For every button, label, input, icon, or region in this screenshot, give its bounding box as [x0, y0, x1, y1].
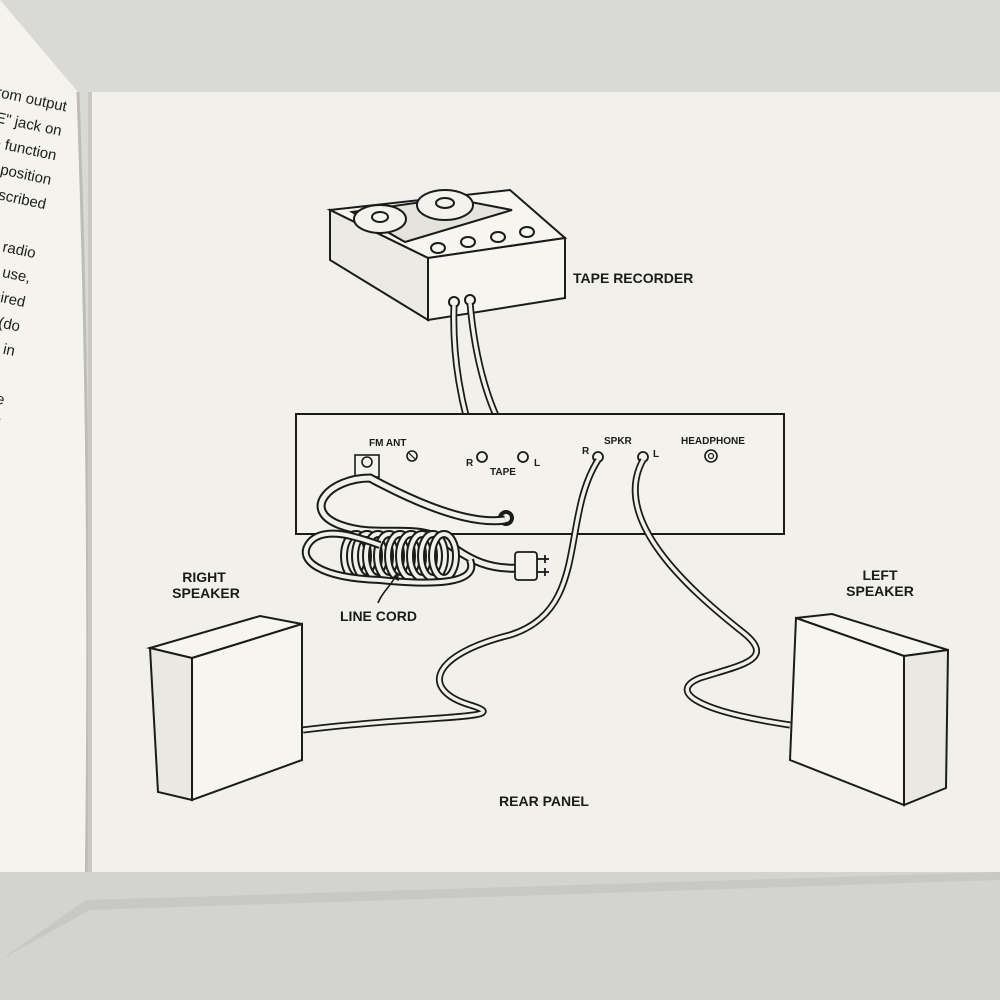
tape-knob-1[interactable] — [430, 242, 446, 254]
tape-knob-2[interactable] — [460, 236, 476, 248]
tape-reel-left — [353, 204, 407, 234]
tape-reel-right — [416, 189, 474, 221]
headphone-jack[interactable] — [704, 449, 718, 463]
spkr-label: SPKR — [604, 436, 633, 447]
line-cord-label: LINE CORD — [340, 608, 417, 624]
tape-knob-4[interactable] — [519, 226, 535, 238]
fm-ant-label: FM ANT — [369, 438, 406, 449]
tape-reel-left-hub — [371, 211, 389, 223]
right-speaker-label-line1: RIGHT — [182, 569, 226, 585]
spkr-l-label: L — [653, 449, 659, 460]
left-speaker-label-line1: LEFT — [863, 567, 898, 583]
line-cord — [301, 473, 521, 587]
headphone-label: HEADPHONE — [681, 436, 745, 447]
speaker-cables — [302, 458, 791, 734]
tape-reel-right-hub — [435, 197, 455, 209]
tape-recorder — [326, 188, 568, 322]
line-cord-outer-loop — [303, 531, 474, 585]
left-page-gutter — [76, 91, 90, 901]
line-cord-plug — [514, 551, 549, 581]
left-page-text-line: ck on rear of — [0, 399, 2, 433]
tape-jack-r[interactable] — [476, 451, 488, 463]
spkr-r-label: R — [582, 446, 590, 457]
line-cord-coil — [419, 532, 447, 580]
line-cord-coils — [301, 529, 476, 587]
left-page — [0, 0, 88, 960]
tape-l-label: L — [534, 458, 540, 469]
tape-knob-3[interactable] — [490, 231, 506, 243]
tape-label: TAPE — [490, 467, 516, 478]
left-speaker — [788, 612, 950, 807]
tape-r-label: R — [466, 458, 474, 469]
right-speaker-label-line2: SPEAKER — [172, 585, 240, 601]
tape-jack-l[interactable] — [517, 451, 529, 463]
rear-panel-caption: REAR PANEL — [499, 793, 589, 809]
fm-ant-terminal[interactable] — [406, 450, 418, 462]
tape-recorder-front — [427, 236, 566, 322]
left-speaker-label-line2: SPEAKER — [846, 583, 914, 599]
tape-recorder-label: TAPE RECORDER — [573, 270, 693, 286]
left-page-text-line: on tape — [0, 382, 6, 409]
right-speaker — [146, 614, 303, 802]
